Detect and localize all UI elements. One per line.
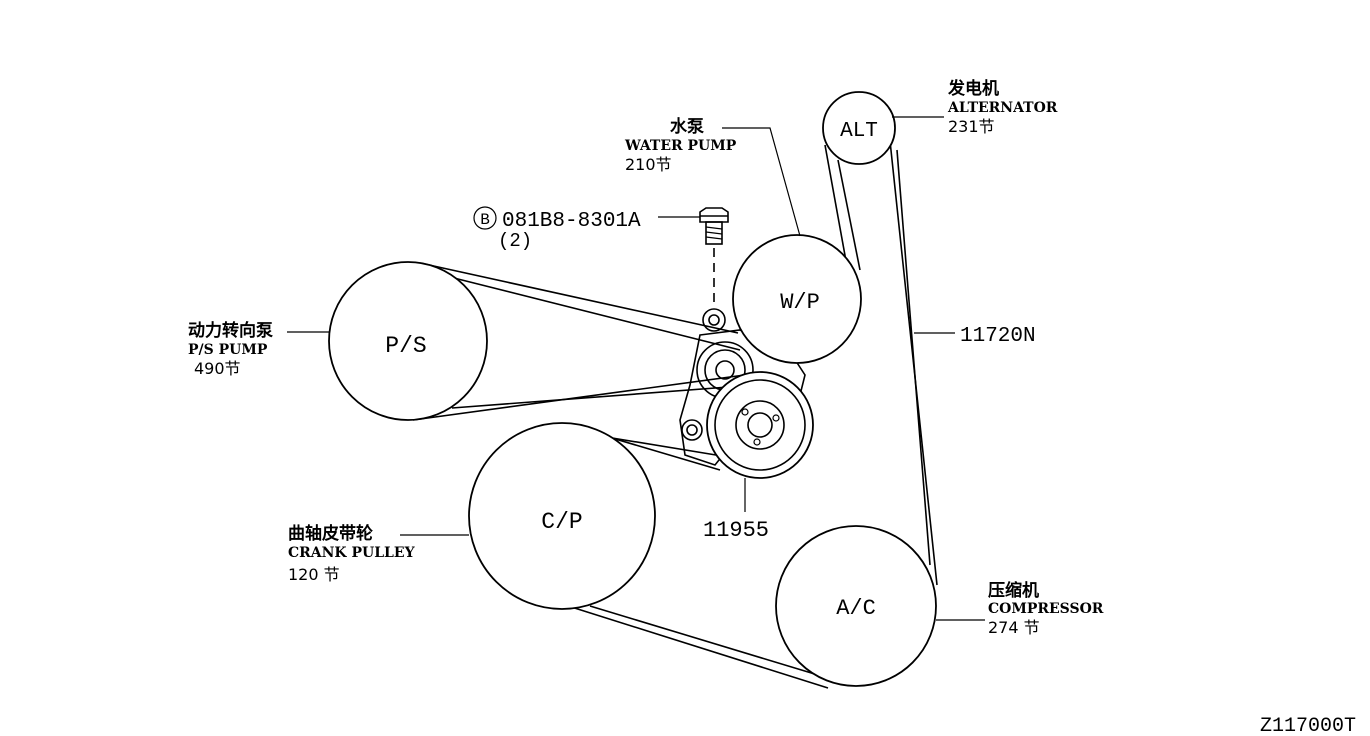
svg-text:COMPRESSOR: COMPRESSOR	[988, 601, 1104, 617]
tensioner-part-number: 11955	[703, 518, 769, 543]
alternator-label: 发电机 ALTERNATOR 231节	[947, 78, 1058, 136]
svg-text:WATER PUMP: WATER PUMP	[624, 138, 737, 154]
svg-text:CRANK PULLEY: CRANK PULLEY	[288, 545, 416, 561]
svg-text:曲轴皮带轮: 曲轴皮带轮	[288, 523, 373, 544]
svg-text:(2): (2)	[498, 230, 532, 252]
svg-text:P/S PUMP: P/S PUMP	[188, 342, 268, 358]
svg-text:P/S: P/S	[385, 333, 426, 359]
alternator-pulley: ALT	[822, 91, 896, 165]
svg-text:发电机: 发电机	[947, 78, 999, 99]
ps-pump-label: 动力转向泵 P/S PUMP 490节	[188, 320, 273, 378]
water-pump-label: 水泵 WATER PUMP 210节	[624, 116, 737, 174]
crank-pulley-label: 曲轴皮带轮 CRANK PULLEY 120 节	[288, 523, 416, 584]
crank-pulley: C/P	[468, 422, 656, 610]
leader-lines	[287, 116, 985, 621]
svg-text:ALTERNATOR: ALTERNATOR	[947, 100, 1058, 116]
bolt-symbol-icon	[473, 206, 497, 230]
svg-text:ALT: ALT	[840, 120, 878, 143]
svg-text:210节: 210节	[625, 155, 672, 174]
svg-text:120 节: 120 节	[288, 565, 340, 584]
svg-text:081B8-8301A: 081B8-8301A	[502, 210, 641, 233]
water-pump-pulley: W/P	[732, 234, 862, 364]
svg-text:B: B	[480, 211, 490, 229]
svg-text:490节: 490节	[194, 359, 241, 378]
tensioner-assembly	[679, 329, 814, 479]
bolt-icon	[699, 207, 729, 332]
svg-text:A/C: A/C	[836, 596, 876, 621]
compressor-pulley: A/C	[775, 525, 937, 687]
svg-text:231节: 231节	[948, 117, 995, 136]
bolt-label: B 081B8-8301A (2)	[473, 206, 641, 252]
svg-text:水泵: 水泵	[670, 116, 704, 137]
figure-code: Z117000T	[1260, 715, 1356, 736]
svg-text:压缩机: 压缩机	[988, 580, 1039, 601]
svg-text:W/P: W/P	[780, 290, 820, 315]
drive-belt	[412, 121, 938, 689]
svg-text:C/P: C/P	[541, 509, 582, 535]
belt-part-number: 11720N	[960, 325, 1036, 348]
svg-text:动力转向泵: 动力转向泵	[188, 320, 273, 341]
compressor-label: 压缩机 COMPRESSOR 274 节	[988, 580, 1104, 637]
svg-text:274 节: 274 节	[988, 618, 1040, 637]
ps-pump-pulley: P/S	[328, 261, 488, 421]
